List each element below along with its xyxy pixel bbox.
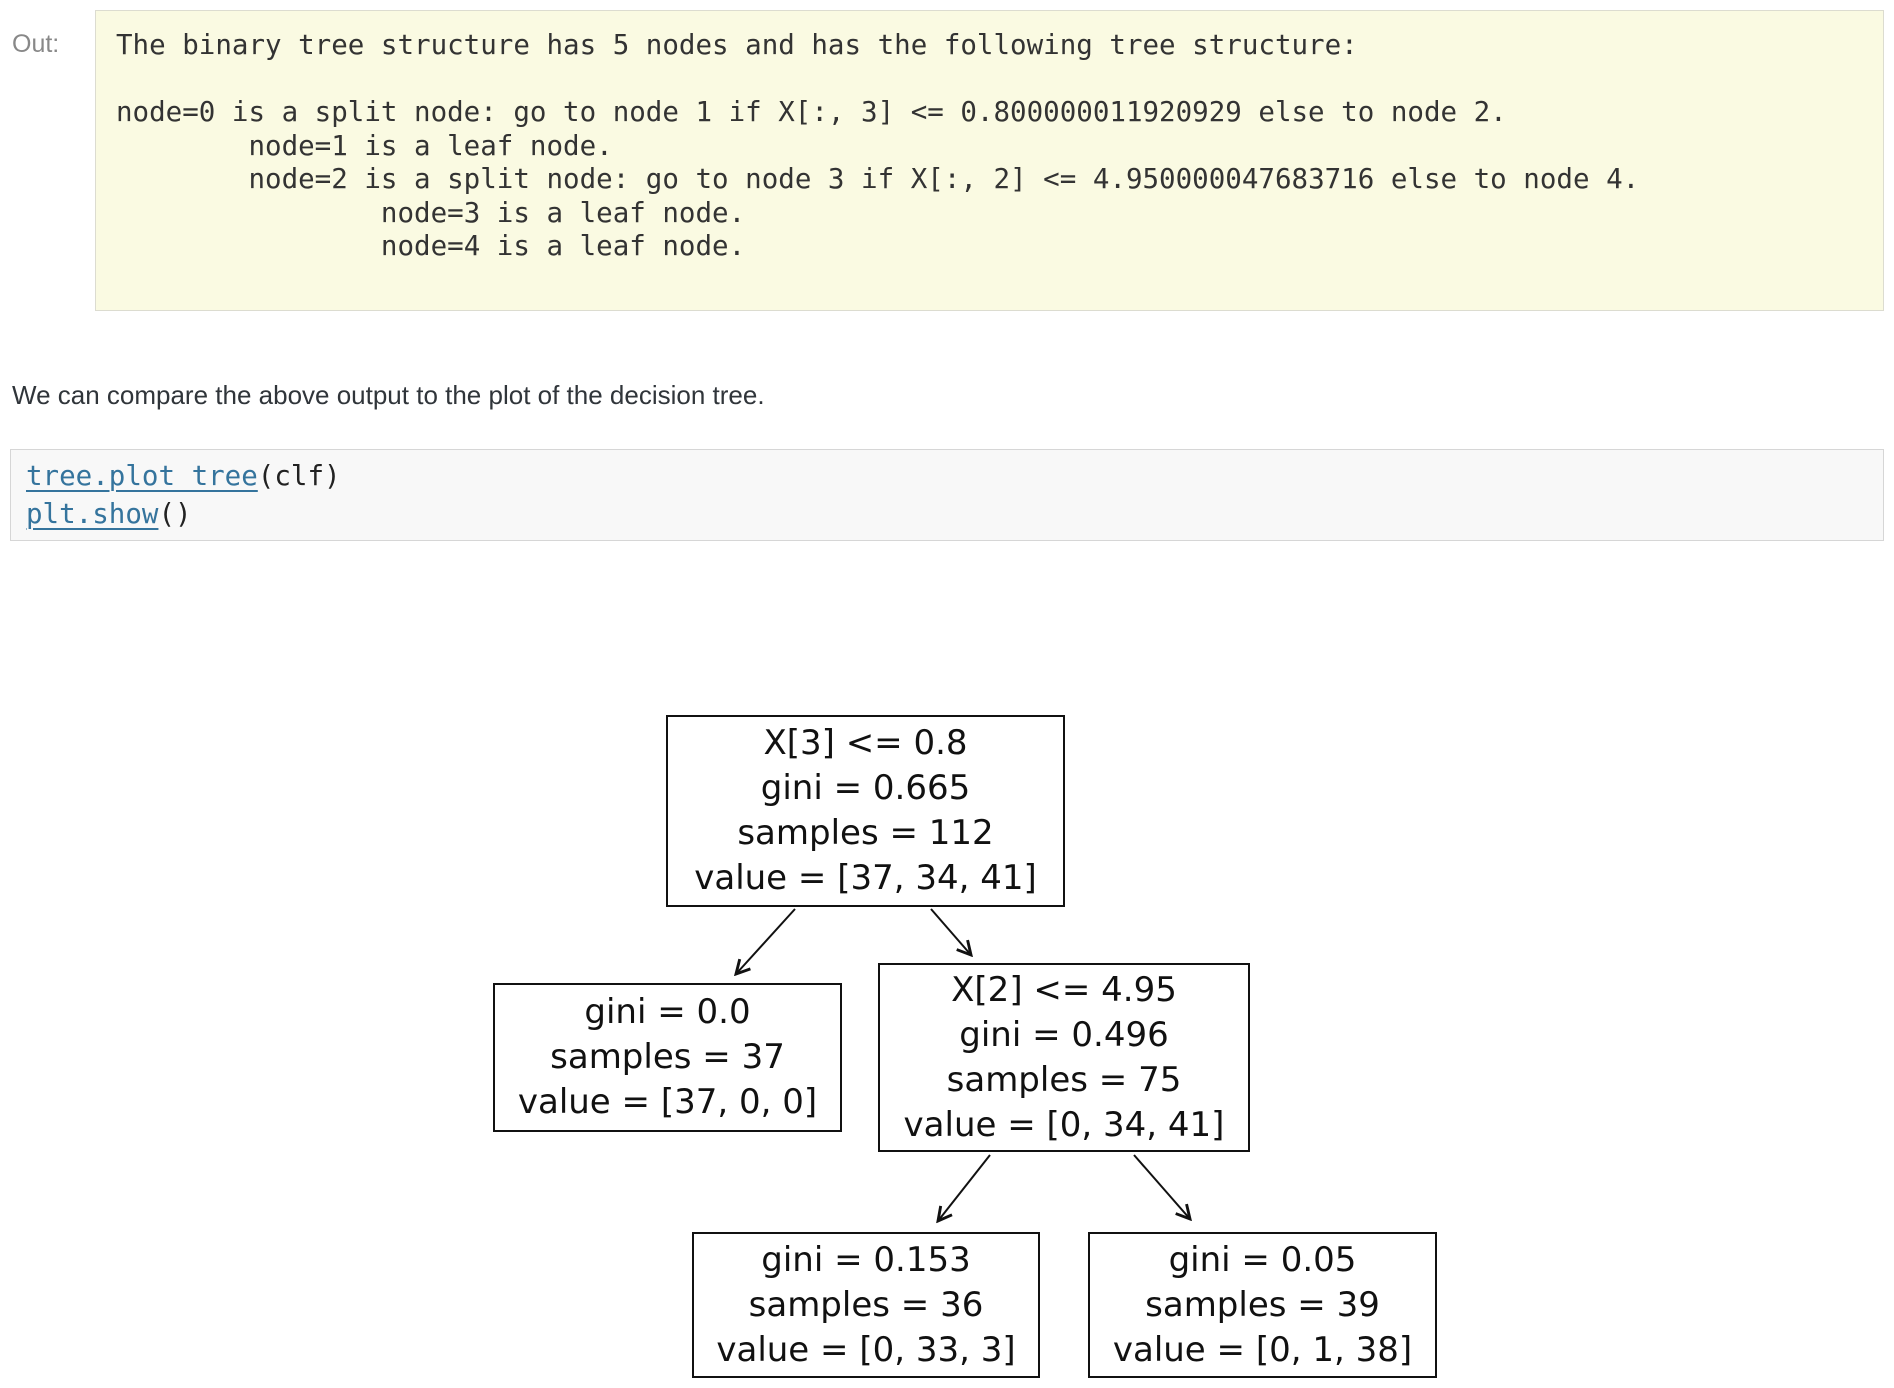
node-samples: samples = 37 — [550, 1037, 785, 1077]
tree-node-1: gini = 0.0 samples = 37 value = [37, 0, … — [493, 983, 842, 1132]
edge-node2-to-node3 — [938, 1154, 991, 1221]
node-gini: gini = 0.665 — [760, 768, 971, 808]
node-value: value = [37, 0, 0] — [517, 1082, 818, 1122]
node-samples: samples = 39 — [1145, 1284, 1380, 1325]
node-gini: gini = 0.0 — [584, 992, 751, 1032]
node-split-rule: X[2] <= 4.95 — [951, 969, 1177, 1010]
description-paragraph: We can compare the above output to the p… — [12, 380, 765, 410]
edge-root-to-node2 — [930, 908, 971, 955]
node-value: value = [0, 1, 38] — [1112, 1329, 1413, 1370]
code-line: tree.plot_tree(clf) — [26, 457, 1868, 495]
code-line: plt.show() — [26, 495, 1868, 533]
node-gini: gini = 0.153 — [761, 1239, 971, 1280]
node-value: value = [0, 34, 41] — [903, 1104, 1225, 1145]
node-value: value = [0, 33, 3] — [716, 1329, 1016, 1370]
edge-root-to-node1 — [736, 908, 796, 974]
code-text: (clf) — [257, 460, 341, 492]
node-samples: samples = 112 — [737, 813, 994, 853]
script-output-block: The binary tree structure has 5 nodes an… — [95, 10, 1884, 311]
decision-tree-figure: X[3] <= 0.8 gini = 0.665 samples = 112 v… — [0, 560, 1894, 1388]
node-samples: samples = 75 — [946, 1059, 1182, 1100]
node-gini: gini = 0.05 — [1168, 1239, 1357, 1280]
code-text: () — [158, 498, 192, 530]
code-block: tree.plot_tree(clf)plt.show() — [10, 449, 1884, 541]
output-label: Out: — [12, 30, 60, 58]
code-link-tree-plot-tree[interactable]: tree.plot_tree — [26, 460, 258, 492]
code-link-plt-show[interactable]: plt.show — [26, 498, 159, 530]
node-samples: samples = 36 — [748, 1284, 984, 1325]
tree-node-3: gini = 0.153 samples = 36 value = [0, 33… — [692, 1232, 1040, 1378]
node-gini: gini = 0.496 — [959, 1014, 1169, 1055]
edge-node2-to-node4 — [1133, 1154, 1190, 1219]
node-value: value = [37, 34, 41] — [694, 858, 1037, 898]
tree-node-2: X[2] <= 4.95 gini = 0.496 samples = 75 v… — [878, 963, 1250, 1152]
node-split-rule: X[3] <= 0.8 — [763, 723, 968, 763]
tree-node-4: gini = 0.05 samples = 39 value = [0, 1, … — [1088, 1232, 1437, 1378]
tree-node-0: X[3] <= 0.8 gini = 0.665 samples = 112 v… — [666, 715, 1065, 907]
